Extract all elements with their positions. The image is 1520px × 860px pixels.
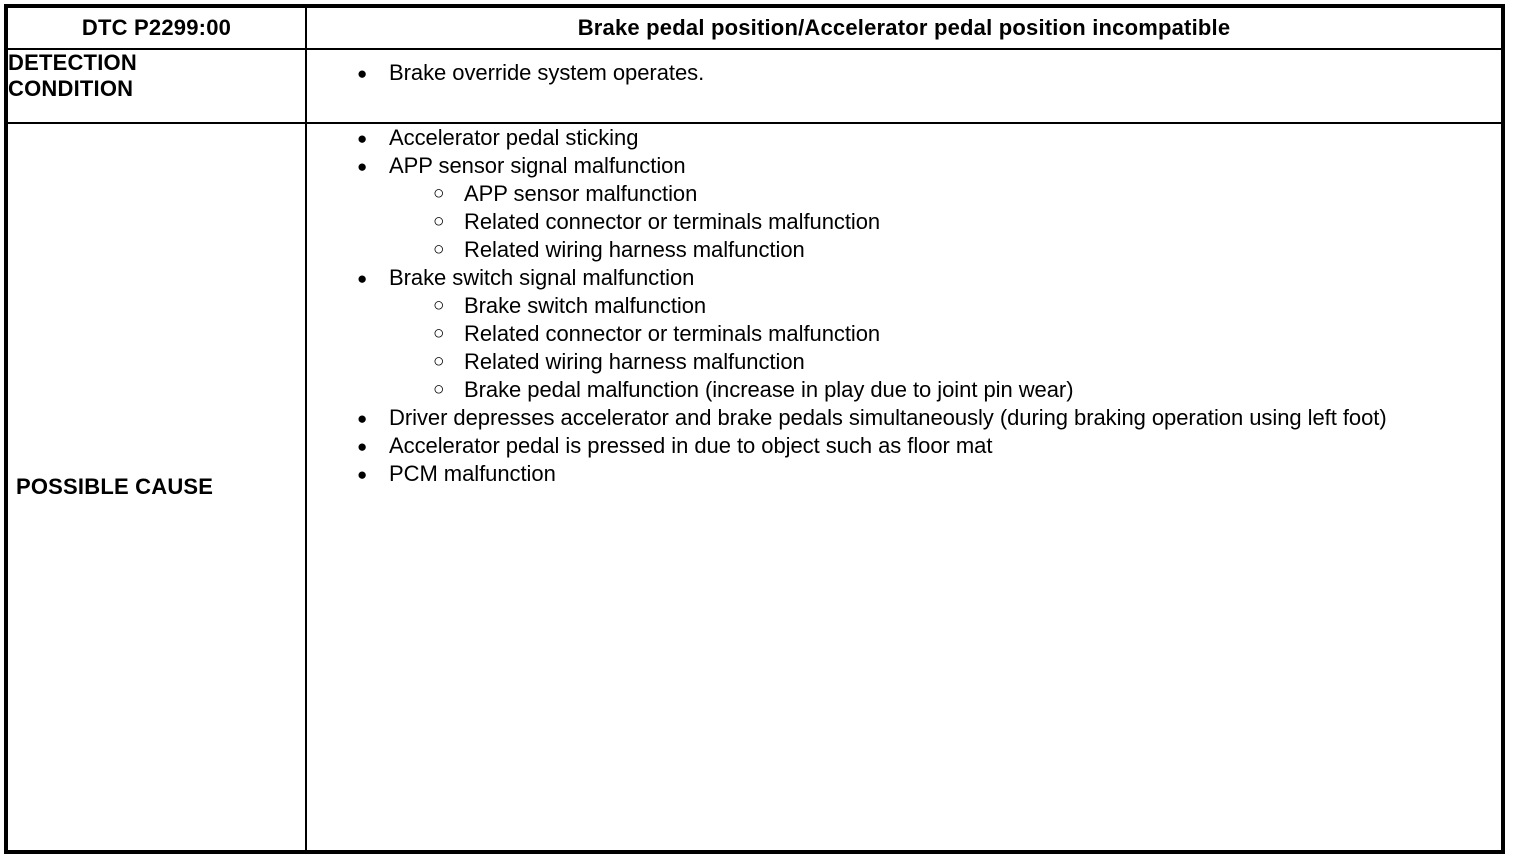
dtc-title-cell: Brake pedal position/Accelerator pedal p… [305,8,1501,50]
detection-condition-label-cell: DETECTION CONDITION [8,48,307,124]
dtc-title-text: Brake pedal position/Accelerator pedal p… [577,15,1231,40]
hollow-circle-icon: ○ [433,239,445,260]
list-item: ○ Related wiring harness malfunction [307,236,1501,264]
list-item-text: Related connector or terminals malfuncti… [464,209,881,234]
possible-cause-label-cell: POSSIBLE CAUSE [8,122,307,850]
hollow-circle-icon: ○ [433,183,445,204]
list-item: ● Accelerator pedal is pressed in due to… [307,432,1501,460]
list-item: ○ Related wiring harness malfunction [307,348,1501,376]
list-item: ● PCM malfunction [307,460,1501,488]
list-item-text: Related wiring harness malfunction [464,237,805,262]
list-item: ● Accelerator pedal sticking [307,124,1501,152]
list-item: ○ Related connector or terminals malfunc… [307,320,1501,348]
list-item-text: APP sensor malfunction [464,181,698,206]
list-item-text: Brake override system operates. [389,60,705,85]
dtc-code-cell: DTC P2299:00 [8,8,307,50]
list-item-text: Brake switch signal malfunction [389,265,695,290]
list-item: ● Driver depresses accelerator and brake… [307,404,1501,432]
list-item-text: Brake switch malfunction [464,293,707,318]
list-item: ○ Brake switch malfunction [307,292,1501,320]
list-item-text: Driver depresses accelerator and brake p… [389,405,1387,430]
list-item-text: Accelerator pedal is pressed in due to o… [389,433,993,458]
list-item: ● Brake override system operates. [307,59,1501,87]
filled-bullet-icon: ● [357,437,368,456]
list-item-text: Related wiring harness malfunction [464,349,805,374]
hollow-circle-icon: ○ [433,379,445,400]
list-item-text: APP sensor signal malfunction [389,153,686,178]
list-item: ● APP sensor signal malfunction [307,152,1501,180]
detection-condition-label-line1: DETECTION [8,50,137,75]
table-header-row: DTC P2299:00 Brake pedal position/Accele… [8,8,1501,50]
filled-bullet-icon: ● [357,64,368,83]
list-item: ○ Related connector or terminals malfunc… [307,208,1501,236]
hollow-circle-icon: ○ [433,295,445,316]
hollow-circle-icon: ○ [433,323,445,344]
dtc-code-text: DTC P2299:00 [81,15,232,40]
detection-condition-label-line2: CONDITION [8,76,134,101]
list-item: ○ APP sensor malfunction [307,180,1501,208]
possible-cause-label: POSSIBLE CAUSE [16,474,214,499]
filled-bullet-icon: ● [357,409,368,428]
list-item: ○ Brake pedal malfunction (increase in p… [307,376,1501,404]
possible-cause-content-cell: ● Accelerator pedal sticking ● APP senso… [305,122,1501,850]
hollow-circle-icon: ○ [433,351,445,372]
detection-condition-row: DETECTION CONDITION ● Brake override sys… [8,48,1501,124]
detection-condition-content-cell: ● Brake override system operates. [305,48,1501,124]
list-item-text: Related connector or terminals malfuncti… [464,321,881,346]
list-item-text: Accelerator pedal sticking [389,125,639,150]
list-item: ● Brake switch signal malfunction [307,264,1501,292]
dtc-table: DTC P2299:00 Brake pedal position/Accele… [4,4,1505,854]
list-item-text: Brake pedal malfunction (increase in pla… [464,377,1074,402]
dtc-table-grid: DTC P2299:00 Brake pedal position/Accele… [8,8,1501,850]
filled-bullet-icon: ● [357,129,368,148]
list-item-text: PCM malfunction [389,461,556,486]
filled-bullet-icon: ● [357,269,368,288]
possible-cause-list: ● Accelerator pedal sticking ● APP senso… [307,124,1501,488]
detection-condition-list: ● Brake override system operates. [307,59,1501,87]
filled-bullet-icon: ● [357,465,368,484]
possible-cause-row: POSSIBLE CAUSE ● Accelerator pedal stick… [8,122,1501,850]
filled-bullet-icon: ● [357,157,368,176]
hollow-circle-icon: ○ [433,211,445,232]
